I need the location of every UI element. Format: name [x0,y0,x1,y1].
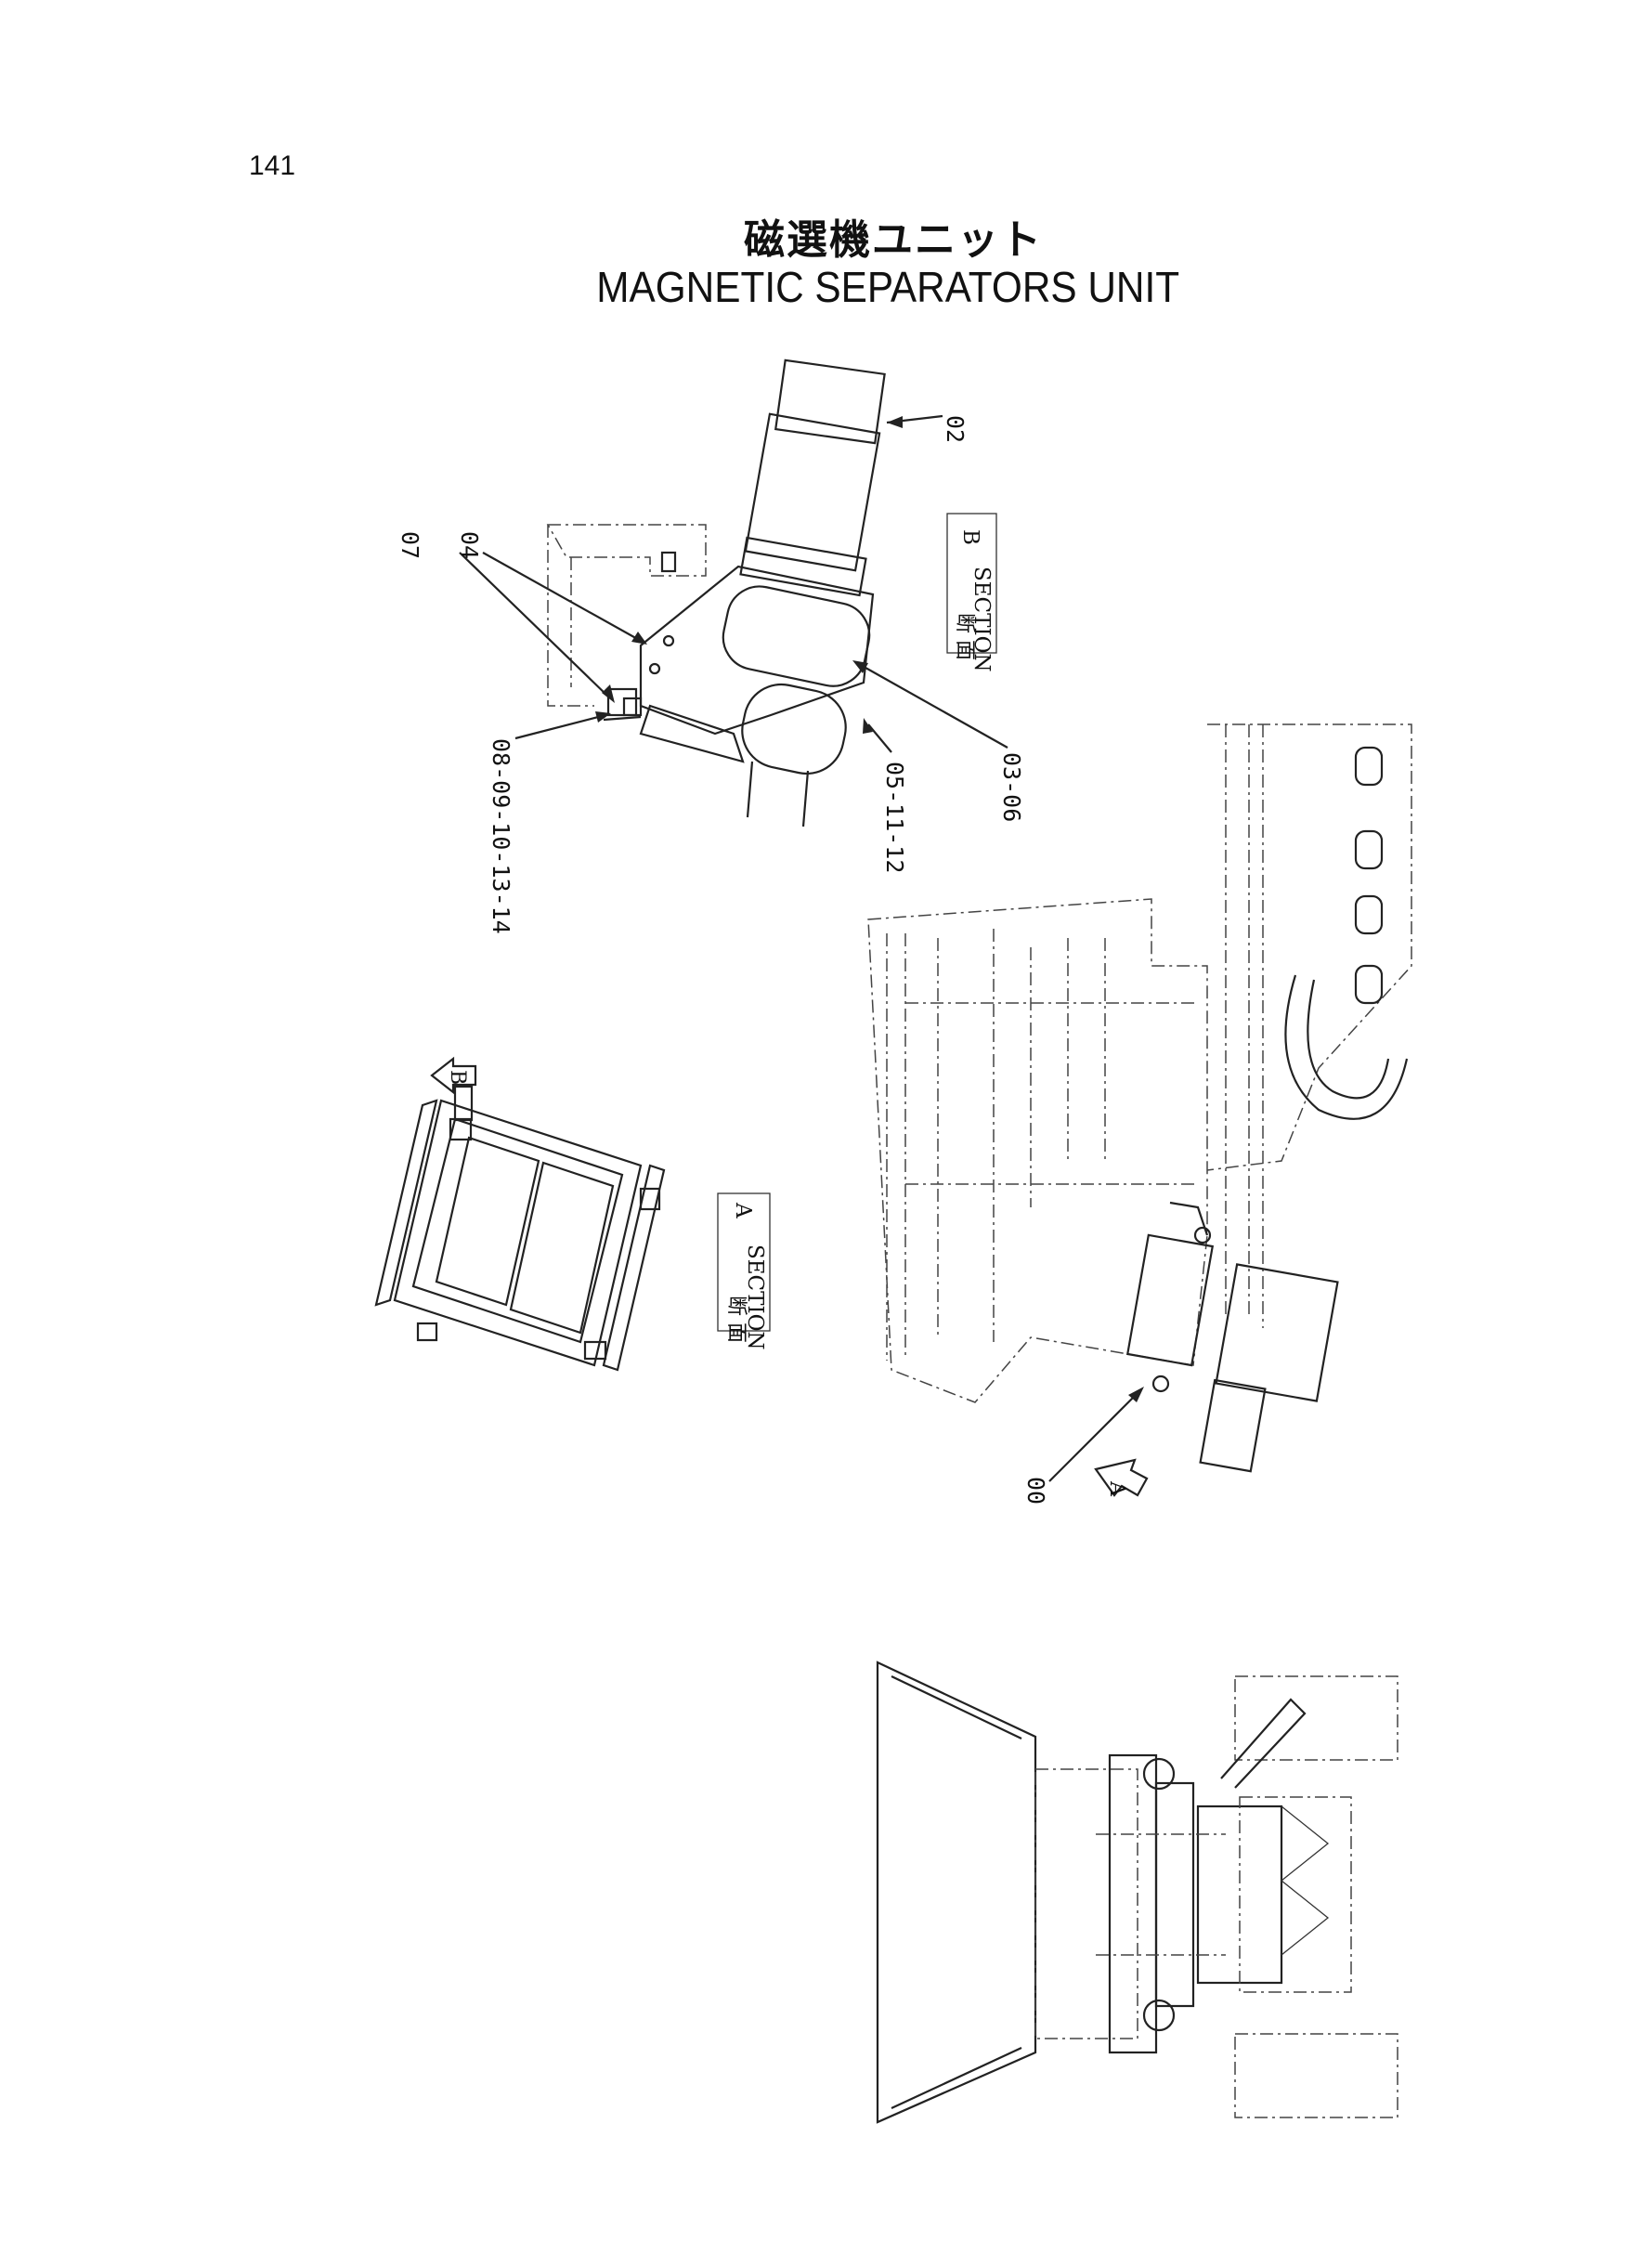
section-b-letter: B [958,529,982,545]
callout-02: 02 [942,415,969,443]
section-a-jp: 断 面 [724,1296,748,1343]
callout-05-11-12: 05-11-12 [881,762,908,873]
callout-08-09-10-13-14: 08-09-10-13-14 [488,738,514,934]
section-b-jp: 断 面 [953,613,976,660]
bottom-view [876,1661,1398,2124]
page-number: 141 [249,150,296,181]
callout-03-06: 03-06 [998,752,1025,822]
view-arrow-a [1094,1458,1149,1497]
title-english: MAGNETIC SEPARATORS UNIT [596,263,1180,311]
callout-04: 04 [456,531,483,559]
callout-00: 00 [1022,1477,1049,1505]
view-arrow-b [430,1056,477,1095]
section-a-label: SECTION [743,1244,767,1350]
section-a-letter: A [731,1202,755,1218]
title-japanese: 磁選機ユニット [744,216,1043,264]
view-arrow-b-letter: B [446,1070,469,1085]
section-b-detail [459,358,1008,827]
callout-07: 07 [397,531,423,559]
main-side-view [867,723,1412,1482]
view-arrow-a-letter: A [1105,1480,1128,1497]
section-b-label: SECTION [969,567,994,672]
section-a-detail [374,1085,771,1372]
